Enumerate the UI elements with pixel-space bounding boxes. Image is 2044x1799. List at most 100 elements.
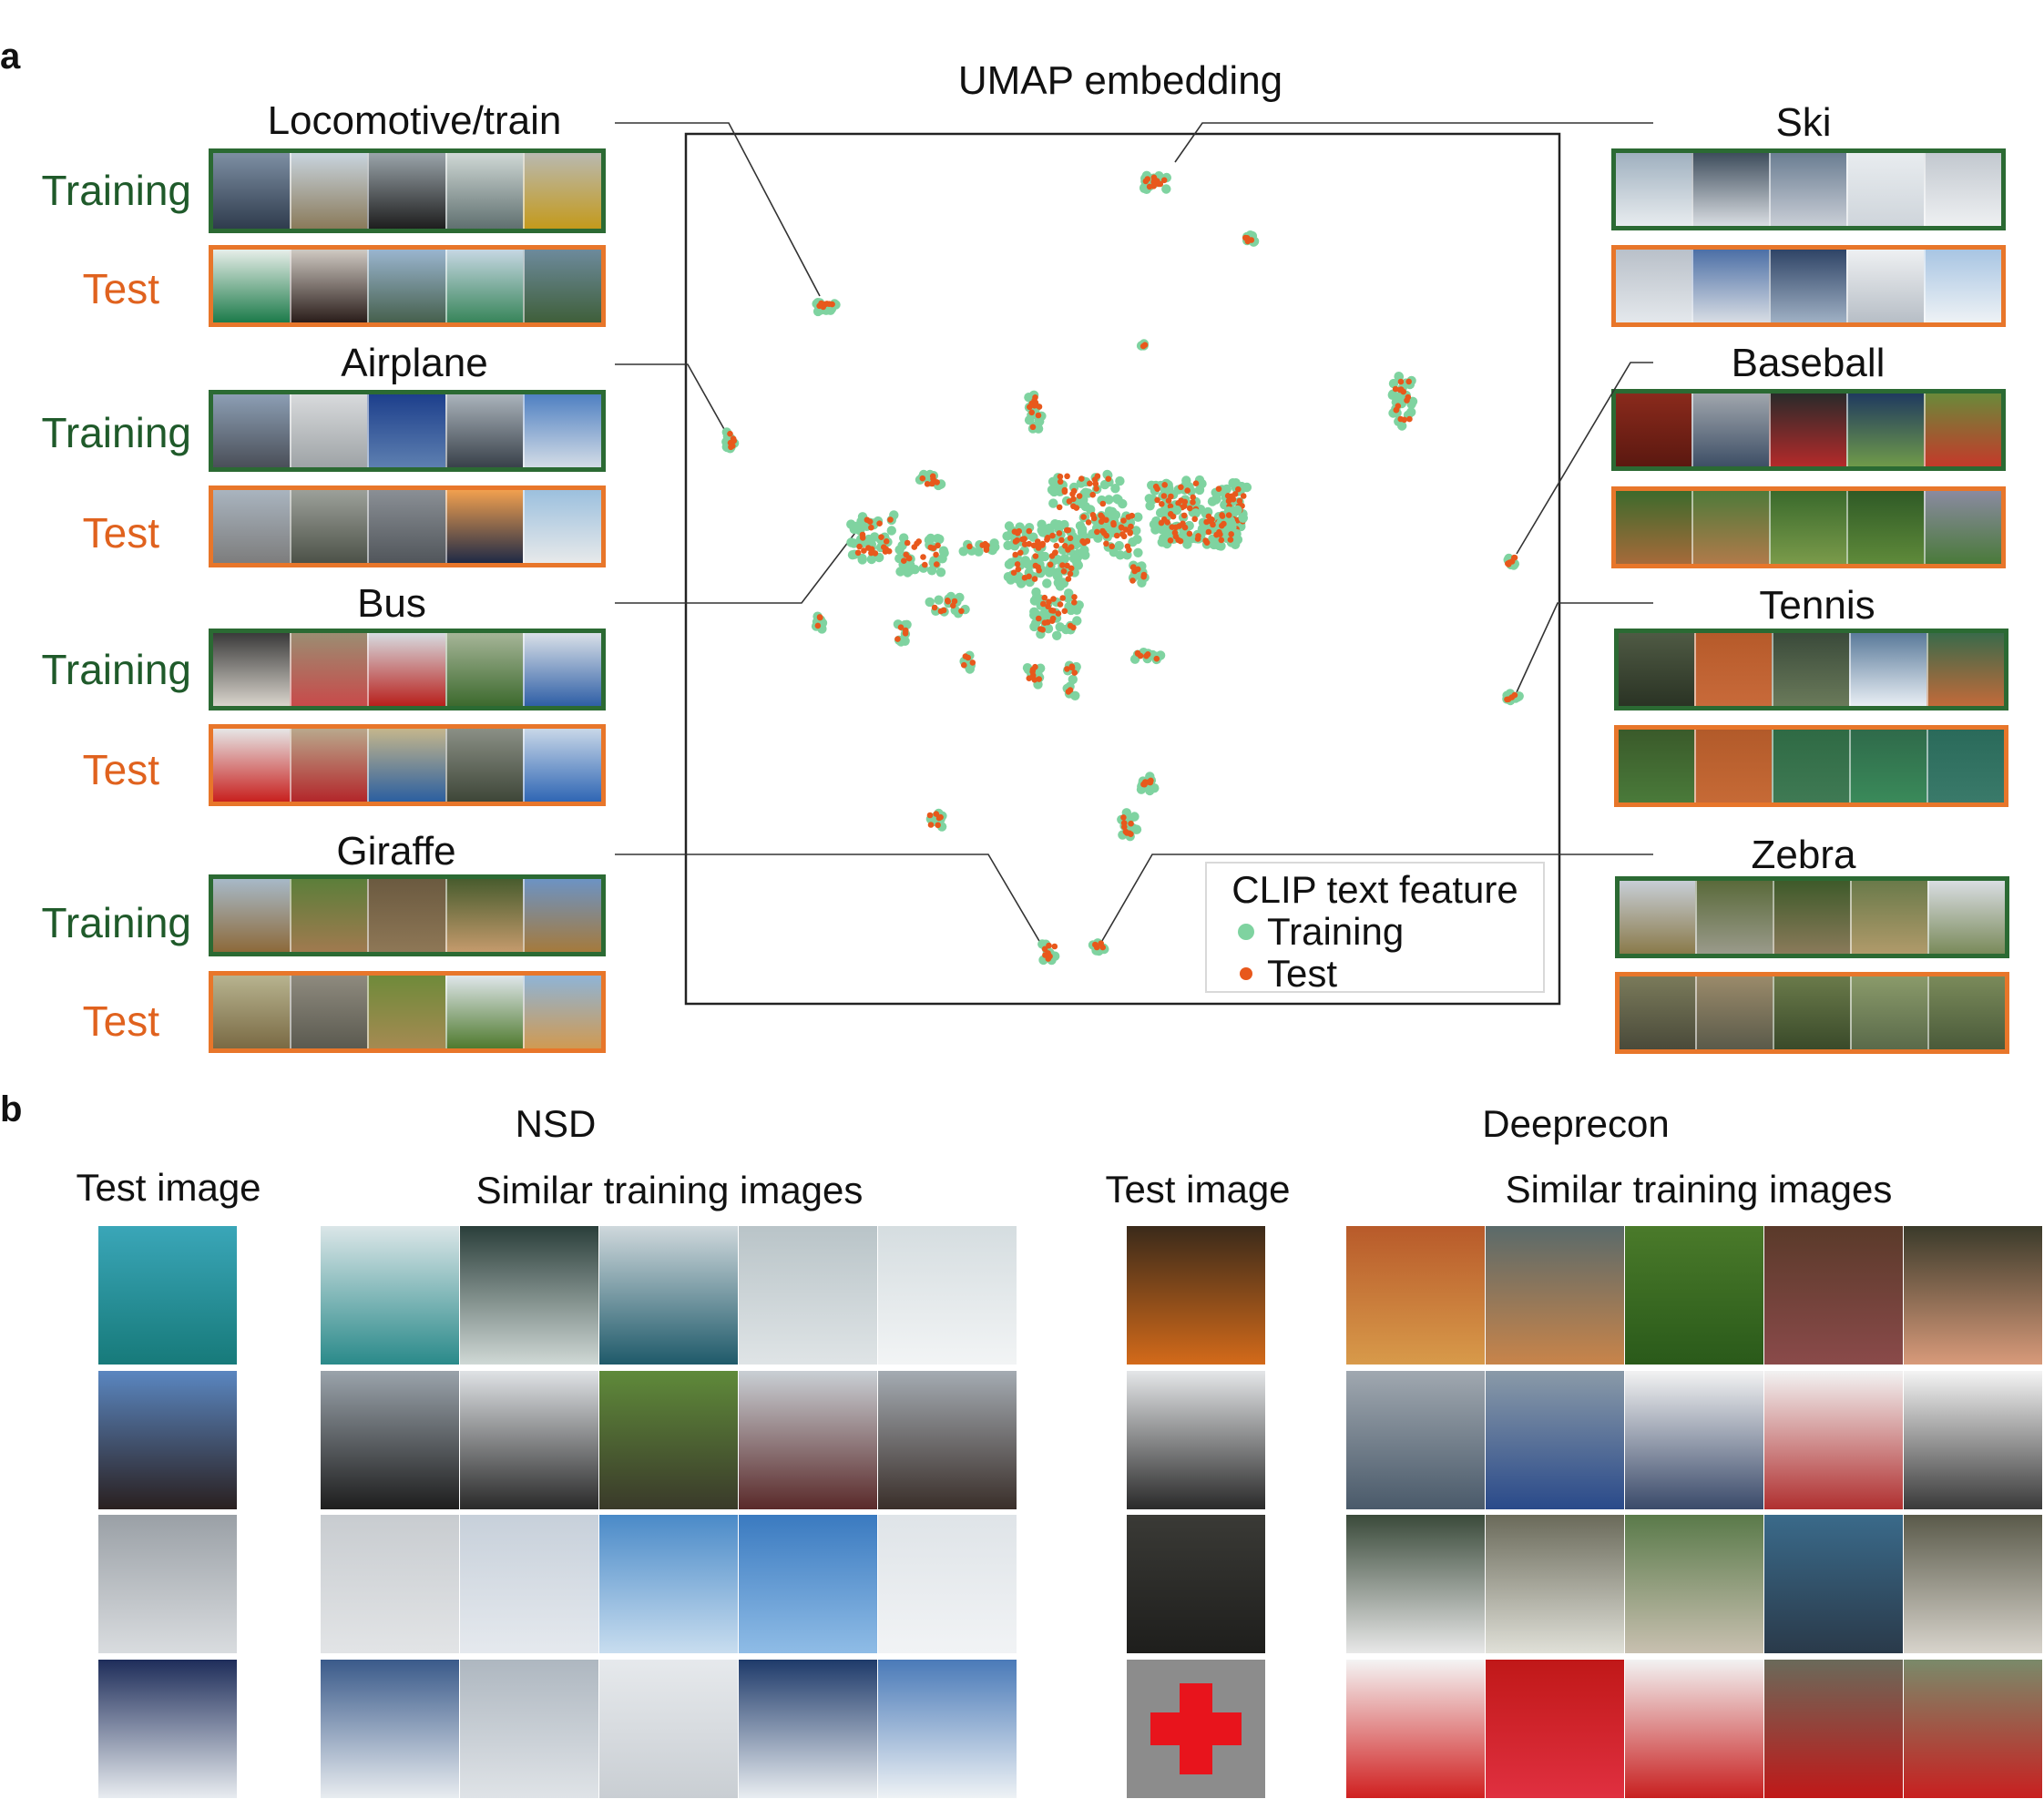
umap-point-test (1127, 530, 1133, 537)
nsd-similar-training-image (321, 1226, 459, 1365)
deeprecon-similar-training-image (1625, 1371, 1763, 1509)
umap-point-test (1160, 493, 1168, 499)
nsd-similar-training-image (599, 1371, 738, 1509)
umap-point-training (1029, 607, 1039, 617)
nsd-similar-training-image (739, 1515, 877, 1653)
row-label-test: Test (82, 509, 159, 557)
umap-clusters (721, 170, 1524, 966)
umap-point-test (1058, 537, 1065, 544)
umap-point-test (1035, 538, 1041, 545)
umap-point-test (1045, 950, 1051, 956)
umap-point-test (1010, 569, 1017, 576)
umap-point-test (814, 622, 822, 629)
umap-point-test (1035, 543, 1042, 549)
umap-point-test (1110, 520, 1117, 526)
deeprecon-similar-training-image (1764, 1226, 1903, 1365)
nsd-similar-training-image (460, 1371, 598, 1509)
umap-point-training (1129, 654, 1140, 664)
umap-point-test (1059, 562, 1066, 568)
umap-point-test (1134, 649, 1141, 657)
umap-point-training (1043, 624, 1054, 634)
umap-point-test (1221, 520, 1227, 527)
umap-point-test (1057, 478, 1064, 486)
row-label-test: Test (82, 746, 159, 793)
umap-point-test (1190, 494, 1196, 501)
connector-line (615, 521, 864, 604)
umap-point-test (1056, 504, 1063, 511)
umap-point-test (1113, 532, 1120, 539)
umap-point-test (1227, 537, 1234, 543)
umap-point-test (894, 636, 901, 642)
umap-point-training (1072, 616, 1082, 626)
umap-point-training (1228, 478, 1238, 488)
umap-point-test (1160, 516, 1168, 523)
umap-point-training (1149, 519, 1160, 529)
umap-point-test (1184, 487, 1191, 494)
umap-point-test (1103, 540, 1109, 547)
legend-label-test: Test (1267, 952, 1338, 995)
umap-point-training (1157, 525, 1167, 535)
umap-point-training (1161, 184, 1171, 194)
row-label-test: Test (82, 265, 159, 312)
umap-point-test (1160, 177, 1168, 184)
umap-point-test (1017, 549, 1024, 557)
umap-point-test (1041, 945, 1048, 953)
umap-point-test (1175, 500, 1181, 506)
umap-point-test (933, 551, 939, 558)
umap-point-test (1171, 529, 1179, 537)
umap-point-test (1505, 560, 1511, 567)
umap-point-training (1063, 593, 1073, 603)
umap-point-training (1007, 557, 1017, 567)
umap-point-test (1172, 524, 1180, 531)
umap-point-training (934, 595, 944, 605)
nsd-similar-training-image (460, 1226, 598, 1365)
nsd-similar-training-image (599, 1515, 738, 1653)
umap-point-training (857, 555, 867, 565)
umap-point-test (930, 545, 937, 552)
deeprecon-similar-header: Similar training images (1505, 1168, 1893, 1211)
umap-point-test (1181, 524, 1189, 531)
umap-point-training (1140, 183, 1150, 193)
umap-point-test (1504, 696, 1510, 703)
umap-point-training (1059, 554, 1070, 564)
umap-point-training (1050, 951, 1060, 961)
umap-point-test (1040, 600, 1047, 608)
umap-point-test (1150, 178, 1158, 185)
nsd-title: NSD (515, 1102, 597, 1145)
nsd-similar-training-image (739, 1660, 877, 1798)
umap-point-test (1080, 514, 1087, 520)
deeprecon-similar-training-image (1346, 1660, 1485, 1798)
umap-point-training (1211, 494, 1221, 504)
umap-point-test (1099, 514, 1106, 521)
umap-point-training (851, 521, 862, 532)
umap-point-test (1140, 573, 1147, 580)
umap-point-test (1167, 511, 1174, 517)
umap-point-test (822, 301, 829, 308)
umap-point-training (1002, 531, 1012, 541)
umap-point-training (886, 526, 896, 536)
umap-point-test (1070, 496, 1077, 503)
umap-point-training (986, 545, 996, 555)
category-title-locomotive: Locomotive/train (267, 98, 562, 143)
umap-point-test (940, 607, 947, 614)
umap-point-training (1115, 475, 1125, 486)
umap-point-test (1014, 561, 1021, 567)
image-strip-tennis-test (1614, 725, 2008, 807)
umap-point-training (1129, 812, 1140, 822)
umap-point-test (1030, 542, 1037, 549)
umap-point-test (1235, 486, 1242, 493)
umap-point-test (1085, 519, 1092, 526)
umap-point-test (1032, 553, 1039, 559)
umap-point-test (1099, 944, 1106, 951)
umap-point-test (931, 604, 938, 611)
red-cross-horizontal-bar (1150, 1712, 1242, 1745)
umap-point-test (1207, 517, 1213, 525)
umap-point-test (911, 544, 918, 550)
umap-point-training (1197, 478, 1207, 489)
category-title-baseball: Baseball (1731, 341, 1886, 385)
umap-point-training (1073, 560, 1084, 570)
umap-point-test (1109, 543, 1115, 550)
umap-point-test (1099, 500, 1107, 507)
umap-point-test (1128, 831, 1134, 837)
umap-point-test (924, 481, 931, 487)
